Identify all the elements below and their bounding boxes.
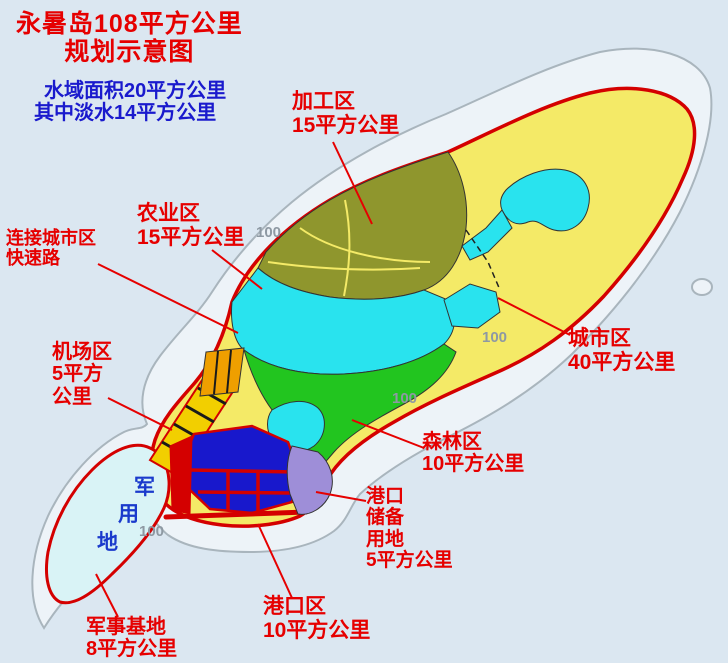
label-line: 港口	[366, 486, 405, 507]
depth-label: 100	[256, 224, 282, 241]
label-line: 森林区	[422, 431, 482, 453]
depth-label: 100	[482, 329, 508, 346]
title-line1: 永暑岛108平方公里	[16, 10, 243, 38]
wharf-edge	[163, 509, 309, 520]
military-land-char: 地	[97, 531, 118, 554]
water-note-line2: 其中淡水14平方公里	[34, 102, 217, 125]
label-city-zone: 城市区 40平方公里	[568, 327, 675, 374]
water-note: 水域面积20平方公里 其中淡水14平方公里	[34, 80, 226, 125]
lake-northeast-tail	[461, 209, 513, 261]
label-line: 10平方公里	[422, 453, 525, 476]
port-quay-block	[169, 435, 193, 515]
leader-processing	[332, 141, 373, 225]
runway-stripe	[185, 404, 215, 424]
apron-stripe	[226, 349, 232, 394]
label-line: 5平方	[52, 363, 104, 386]
military-land-char: 用	[118, 503, 139, 526]
label-line: 40平方公里	[568, 350, 676, 374]
water-note-line1: 水域面积20平方公里	[44, 80, 227, 102]
leader-agriculture	[211, 249, 263, 290]
depth-label: 100	[139, 523, 165, 540]
label-line: 加工区	[292, 90, 355, 113]
depth-label: 100	[392, 390, 418, 407]
lake-central	[443, 283, 501, 329]
label-line: 15平方公里	[137, 225, 245, 249]
boundary-dashed	[465, 229, 501, 291]
military-land-char: 军	[134, 476, 155, 499]
reef-islet-contour	[691, 278, 713, 296]
label-port-reserve: 港口 储备 用地 5平方公里	[366, 486, 453, 571]
label-line: 用地	[366, 528, 405, 550]
label-processing-zone: 加工区 15平方公里	[292, 90, 399, 137]
processing-road	[299, 227, 431, 263]
title-line2: 规划示意图	[64, 38, 195, 66]
label-line: 快速路	[6, 248, 60, 269]
leader-military	[95, 573, 119, 618]
label-line: 5平方公里	[366, 549, 453, 571]
label-line: 10平方公里	[263, 618, 371, 642]
leader-airport	[107, 397, 173, 431]
leader-forest	[351, 419, 425, 449]
label-expressway: 连接城市区 快速路	[6, 228, 96, 268]
processing-road	[343, 199, 351, 297]
label-line: 城市区	[568, 327, 631, 350]
label-line: 连接城市区	[6, 228, 96, 248]
leader-expressway	[97, 263, 239, 334]
label-line: 军事基地	[86, 616, 166, 638]
leader-city	[497, 297, 571, 336]
label-line: 港口区	[263, 595, 326, 618]
label-line: 农业区	[137, 202, 200, 225]
label-line: 公里	[52, 385, 92, 408]
apron-stripe	[213, 350, 219, 395]
label-line: 8平方公里	[86, 638, 178, 661]
pier-line	[197, 490, 291, 495]
label-agriculture-zone: 农业区 15平方公里	[137, 202, 244, 249]
processing-road	[267, 261, 421, 271]
label-military-base: 军事基地 8平方公里	[86, 616, 177, 661]
label-port-zone: 港口区 10平方公里	[263, 595, 370, 642]
page-title: 永暑岛108平方公里 规划示意图	[16, 10, 243, 66]
leader-port	[257, 523, 293, 599]
leader-port-reserve	[315, 491, 367, 502]
label-line: 储备	[366, 507, 405, 529]
label-airport-zone: 机场区 5平方 公里	[52, 341, 112, 408]
label-line: 机场区	[52, 341, 112, 363]
airport-apron	[199, 347, 245, 397]
label-forest-zone: 森林区 10平方公里	[422, 431, 524, 476]
zone-port-reserve	[286, 445, 333, 515]
label-line: 15平方公里	[292, 113, 400, 137]
pier-line	[189, 468, 297, 474]
